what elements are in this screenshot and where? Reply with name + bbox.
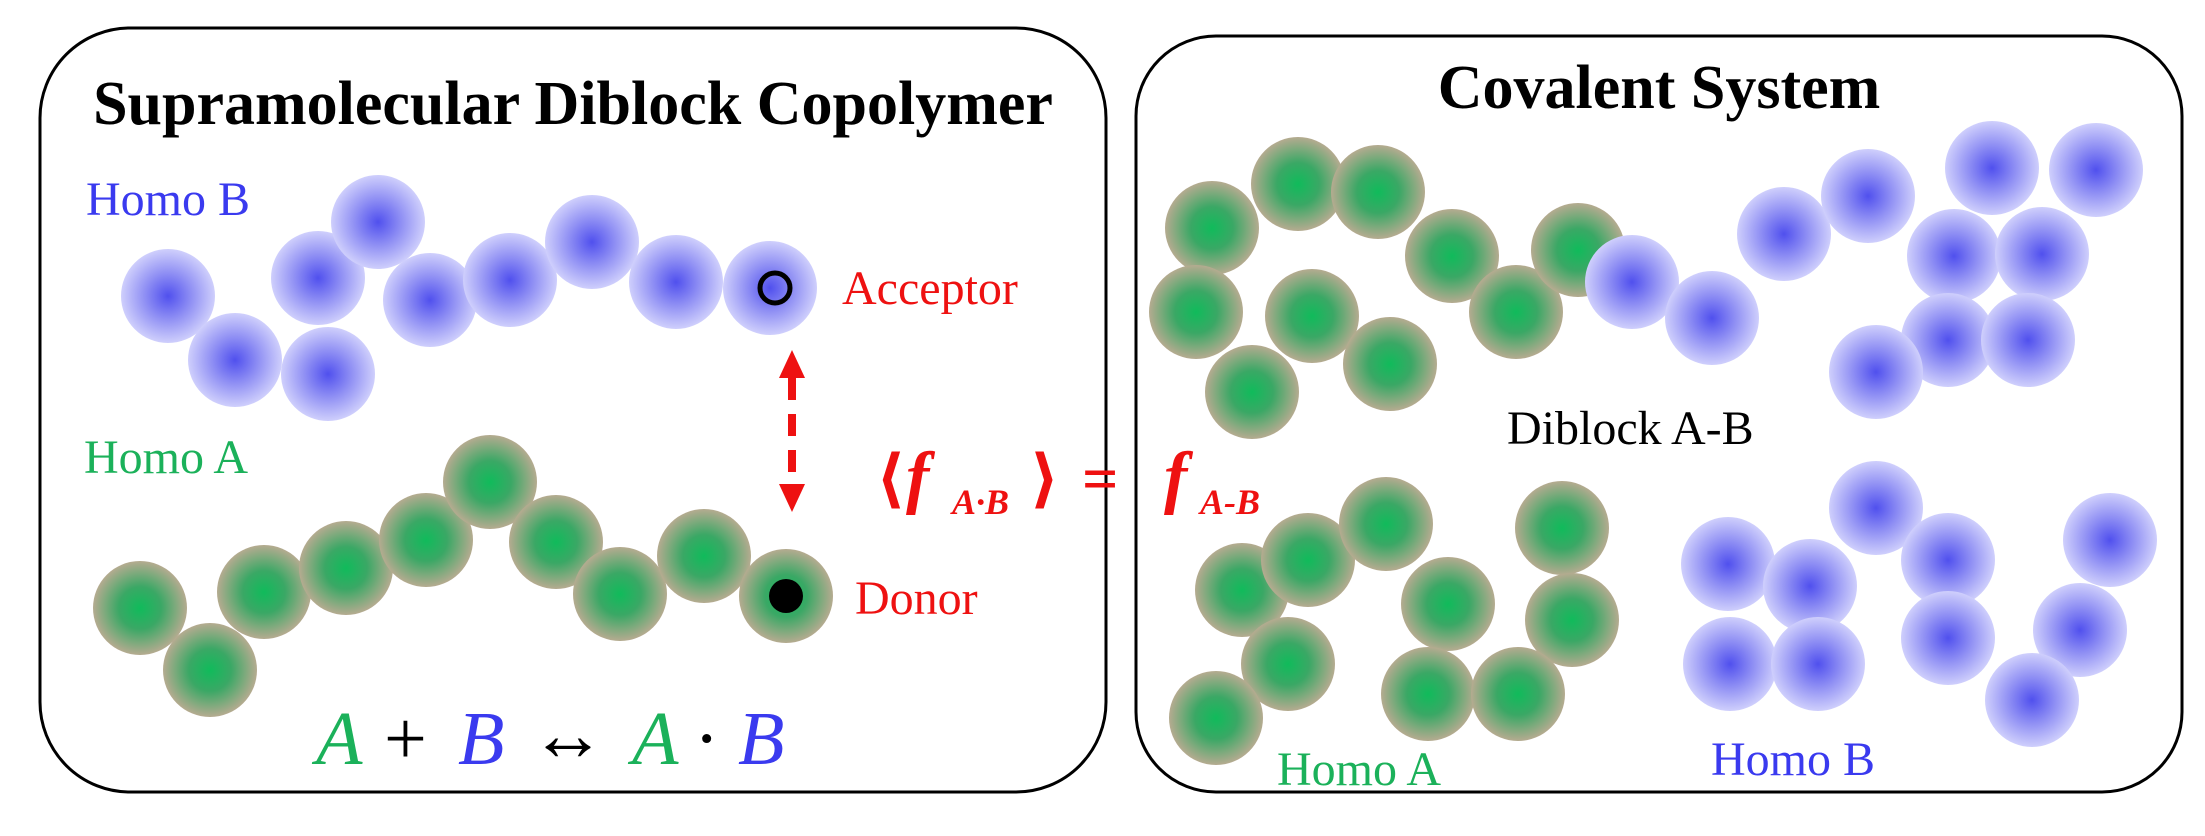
blue-bead bbox=[1995, 207, 2089, 301]
left-homo-a-label: Homo A bbox=[84, 431, 248, 484]
green-bead bbox=[657, 509, 751, 603]
blue-bead bbox=[121, 249, 215, 343]
blue-bead bbox=[1907, 209, 2001, 303]
green-bead bbox=[1251, 137, 1345, 231]
green-bead bbox=[1205, 345, 1299, 439]
right-homo-b-label: Homo B bbox=[1711, 733, 1875, 786]
blue-bead bbox=[1771, 617, 1865, 711]
acceptor-marker-icon bbox=[757, 270, 793, 306]
center-eq-lhs-sub: A·B bbox=[950, 482, 1009, 522]
equation-b1: B bbox=[458, 697, 504, 781]
blue-bead bbox=[1665, 271, 1759, 365]
blue-bead bbox=[1683, 617, 1777, 711]
green-bead bbox=[217, 545, 311, 639]
green-bead bbox=[299, 521, 393, 615]
blue-bead bbox=[2063, 493, 2157, 587]
blue-bead bbox=[1585, 235, 1679, 329]
equation-dot: · bbox=[694, 697, 719, 781]
right-homo-a-label: Homo A bbox=[1277, 743, 1441, 796]
blue-bead bbox=[545, 195, 639, 289]
blue-bead bbox=[1829, 461, 1923, 555]
blue-bead bbox=[1681, 517, 1775, 611]
donor-label: Donor bbox=[855, 572, 978, 625]
green-bead bbox=[163, 623, 257, 717]
blue-bead bbox=[1945, 121, 2039, 215]
green-bead bbox=[1169, 671, 1263, 765]
blue-bead bbox=[629, 235, 723, 329]
blue-bead bbox=[1901, 513, 1995, 607]
center-eq-rhs-sub: A-B bbox=[1198, 482, 1260, 522]
blue-bead bbox=[1829, 325, 1923, 419]
blue-bead bbox=[1763, 539, 1857, 633]
equation-plus: + bbox=[384, 697, 427, 781]
blue-bead bbox=[188, 313, 282, 407]
acceptor-label: Acceptor bbox=[842, 262, 1018, 315]
equation-b2: B bbox=[738, 697, 784, 781]
green-bead bbox=[1525, 573, 1619, 667]
blue-bead bbox=[271, 231, 365, 325]
equation-arrow: ↔ bbox=[530, 693, 606, 777]
left-panel-title: Supramolecular Diblock Copolymer bbox=[93, 70, 1053, 138]
green-bead bbox=[1471, 647, 1565, 741]
center-eq-open: ⟨ bbox=[876, 443, 905, 514]
blue-bead bbox=[1901, 293, 1995, 387]
green-bead bbox=[1165, 181, 1259, 275]
right-panel-title: Covalent System bbox=[1438, 54, 1881, 122]
green-bead bbox=[379, 493, 473, 587]
blue-bead bbox=[1901, 591, 1995, 685]
association-equation: A + B ↔ A · B bbox=[311, 693, 784, 781]
donor-marker-icon bbox=[769, 579, 803, 613]
blue-bead bbox=[1821, 149, 1915, 243]
green-bead bbox=[1401, 557, 1495, 651]
equation-a2: A bbox=[627, 697, 679, 781]
green-bead bbox=[1261, 513, 1355, 607]
blue-bead bbox=[1981, 293, 2075, 387]
green-bead bbox=[1343, 317, 1437, 411]
left-homo-b-label: Homo B bbox=[86, 173, 250, 226]
blue-bead bbox=[1737, 187, 1831, 281]
dashed-double-arrow-icon bbox=[779, 350, 805, 512]
blue-bead bbox=[723, 241, 817, 335]
left-homo-b-chain bbox=[121, 175, 817, 421]
green-bead bbox=[1515, 481, 1609, 575]
blue-bead bbox=[281, 327, 375, 421]
blue-bead bbox=[463, 233, 557, 327]
green-bead bbox=[573, 547, 667, 641]
equation-a1: A bbox=[311, 697, 363, 781]
green-bead bbox=[1241, 617, 1335, 711]
green-bead bbox=[509, 495, 603, 589]
blue-bead bbox=[1985, 653, 2079, 747]
blue-bead bbox=[331, 175, 425, 269]
blue-bead bbox=[2033, 583, 2127, 677]
green-bead bbox=[1381, 647, 1475, 741]
blue-bead bbox=[2049, 123, 2143, 217]
center-eq-equals: = bbox=[1082, 443, 1118, 514]
green-bead bbox=[1265, 269, 1359, 363]
blue-bead bbox=[383, 253, 477, 347]
green-bead bbox=[1149, 265, 1243, 359]
center-eq-close: ⟩ bbox=[1030, 443, 1059, 514]
right-bead-clusters bbox=[1149, 121, 2157, 765]
green-bead bbox=[1469, 265, 1563, 359]
diblock-label: Diblock A-B bbox=[1507, 402, 1754, 455]
green-bead bbox=[443, 435, 537, 529]
green-bead bbox=[1331, 145, 1425, 239]
green-bead bbox=[1339, 477, 1433, 571]
green-bead bbox=[1405, 209, 1499, 303]
green-bead bbox=[93, 561, 187, 655]
